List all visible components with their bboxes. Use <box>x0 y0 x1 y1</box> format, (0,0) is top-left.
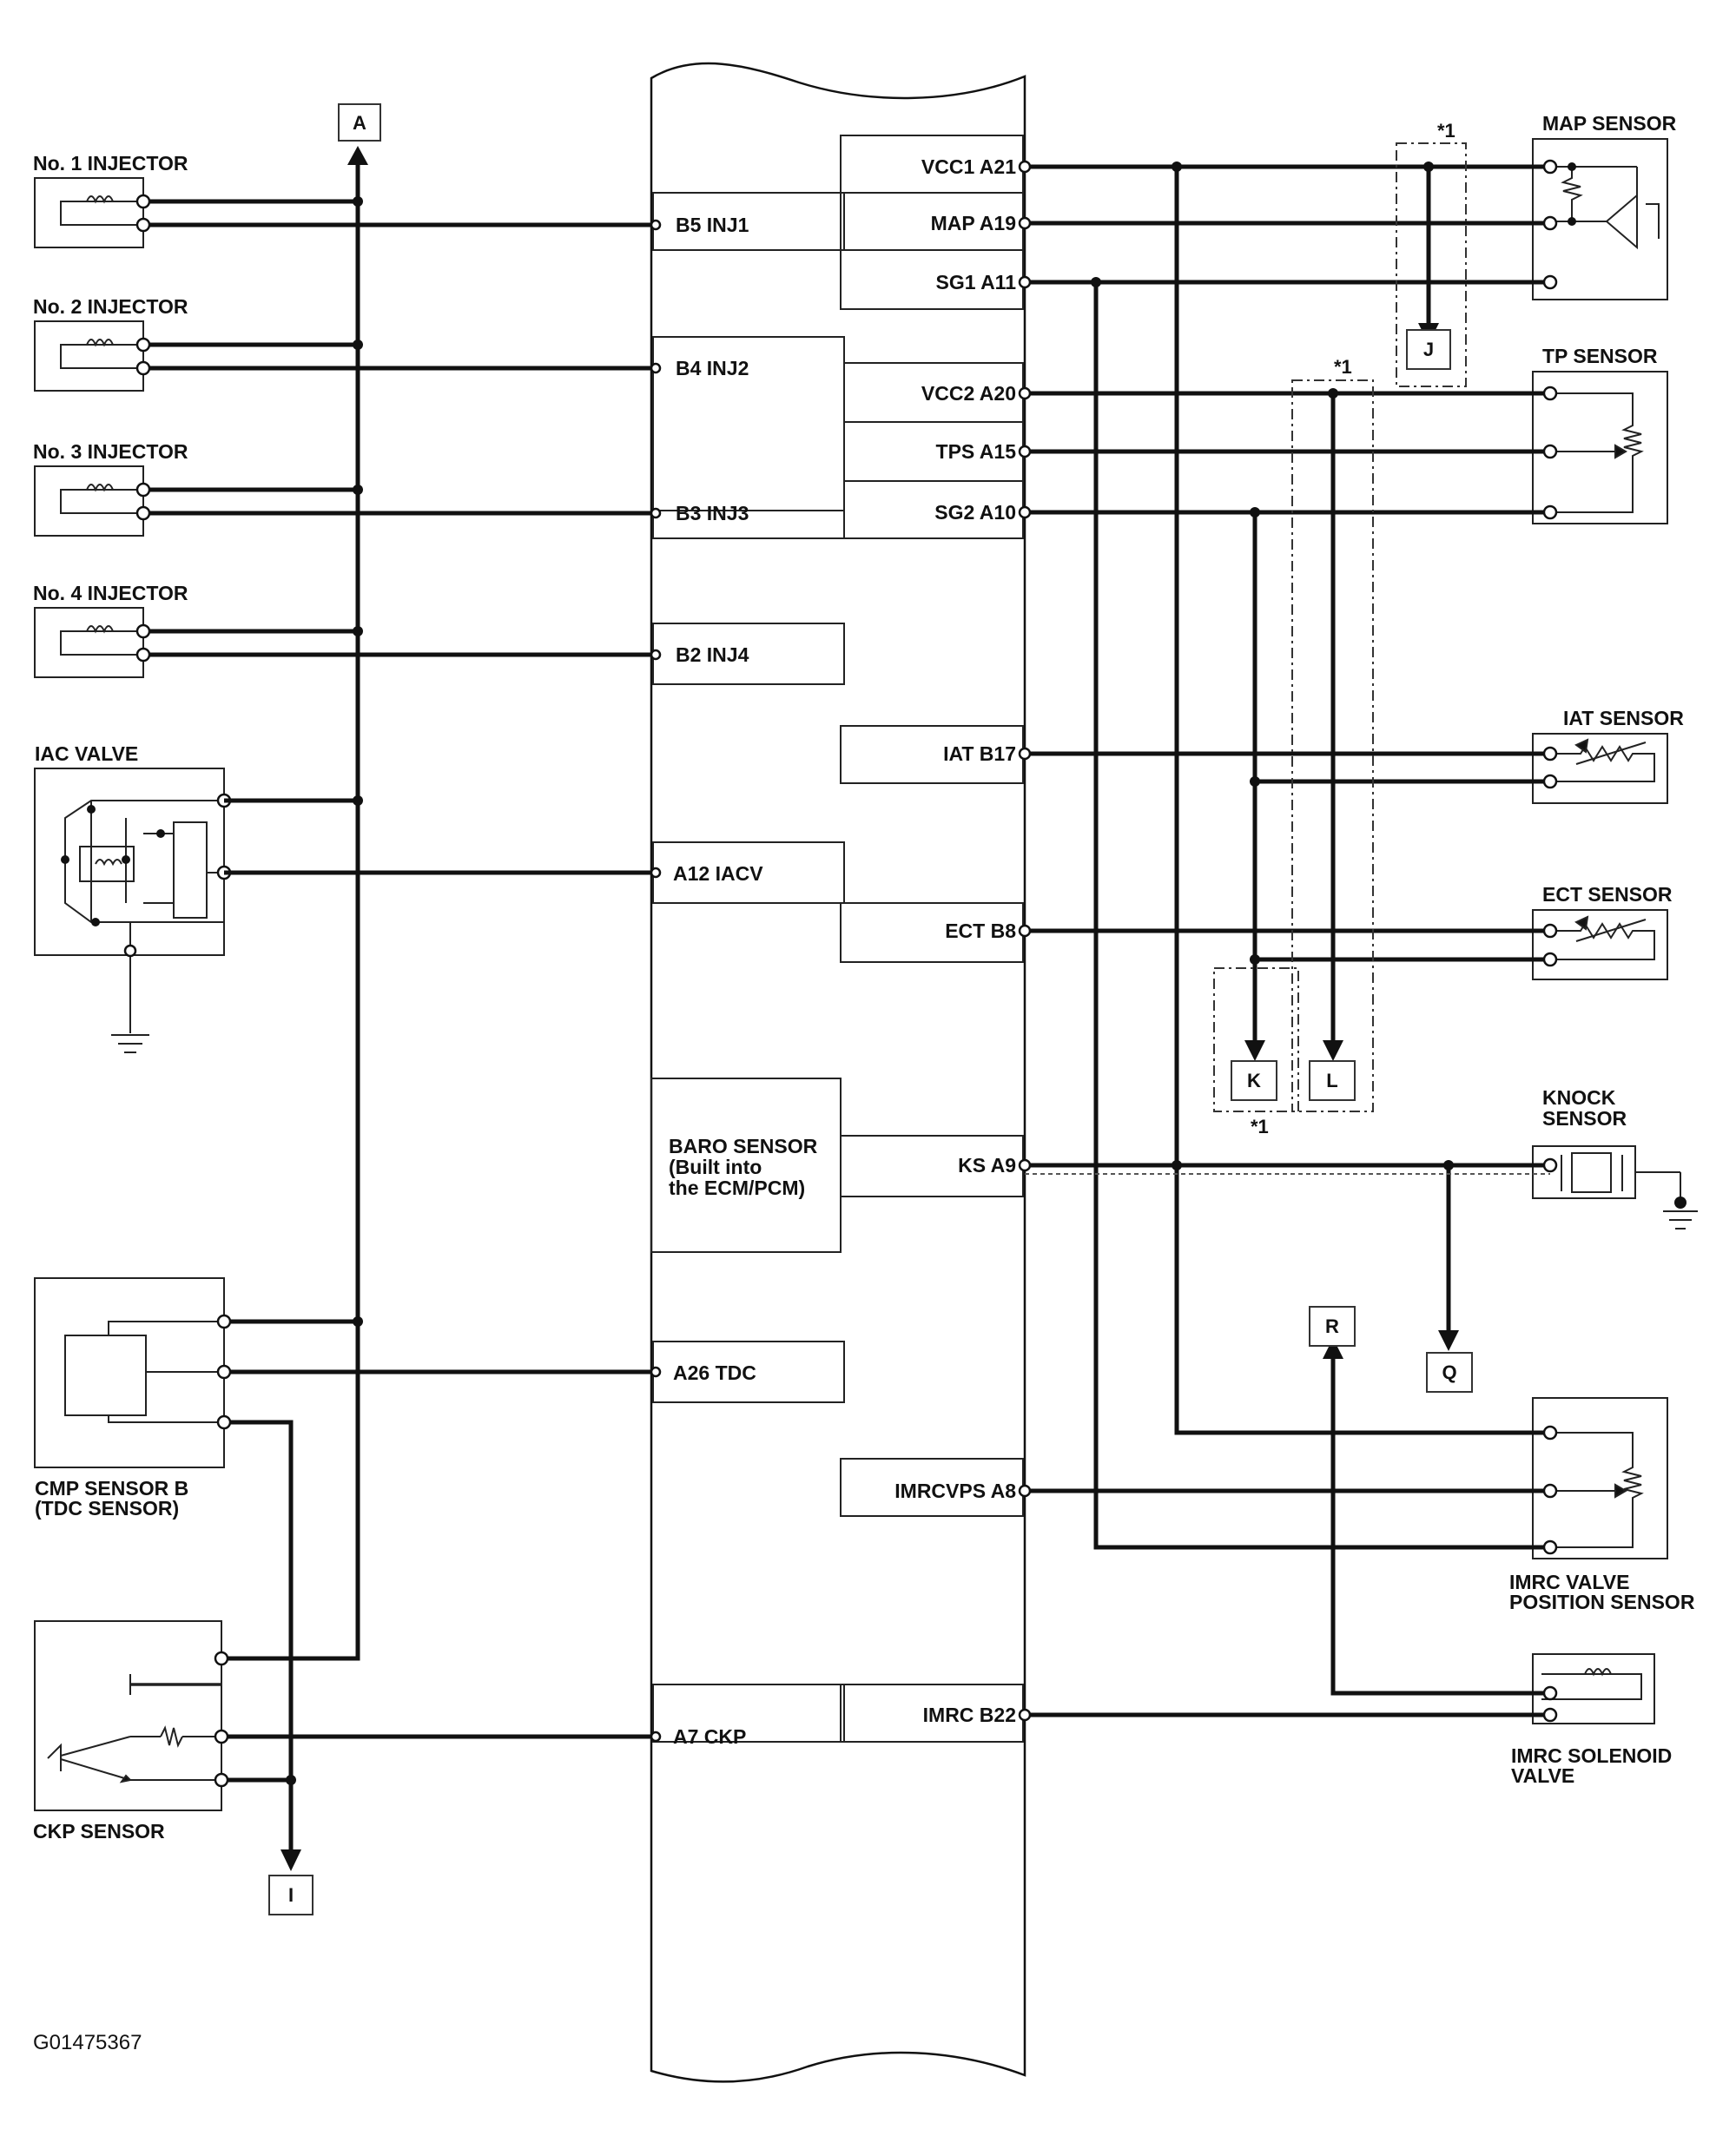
ckp-sensor-internals <box>47 1674 221 1783</box>
label-cmp-1: CMP SENSOR B <box>35 1477 188 1500</box>
map-sensor-internals <box>1546 166 1660 250</box>
wires-right <box>1025 164 1550 1717</box>
pin-a20: VCC2 A20 <box>921 382 1016 405</box>
label-imrcvps-1: IMRC VALVE <box>1509 1571 1629 1593</box>
label-imrcvps-2: POSITION SENSOR <box>1509 1591 1695 1613</box>
pin-a15: TPS A15 <box>936 440 1017 463</box>
pin-b3: B3 INJ3 <box>676 502 749 524</box>
pin-a26: A26 TDC <box>673 1361 756 1384</box>
map-dots <box>1568 162 1576 226</box>
pin-a19: MAP A19 <box>931 212 1016 234</box>
label-ect: ECT SENSOR <box>1542 883 1673 906</box>
pin-a12: A12 IACV <box>673 862 763 885</box>
wires-left <box>143 165 656 1849</box>
label-inj2: No. 2 INJECTOR <box>33 295 188 318</box>
thermistor-icons <box>1541 738 1655 960</box>
baro-line-3: the ECM/PCM) <box>669 1177 805 1199</box>
label-imrcsol-1: IMRC SOLENOID <box>1511 1744 1672 1767</box>
label-map: MAP SENSOR <box>1542 112 1677 135</box>
label-ckp: CKP SENSOR <box>33 1820 165 1843</box>
connector-i: I <box>288 1884 294 1906</box>
ecm-right-terminals <box>1018 160 1032 1722</box>
ecm-right-pin-labels: VCC1 A21 MAP A19 SG1 A11 VCC2 A20 TPS A1… <box>894 155 1016 1726</box>
pin-a8: IMRCVPS A8 <box>894 1480 1016 1502</box>
baro-line-2: (Built into <box>669 1156 762 1178</box>
label-knock-2: SENSOR <box>1542 1107 1627 1130</box>
imrc-solenoid-internals <box>1541 1668 1642 1700</box>
connector-letters: A I J K L Q R <box>288 112 1457 1906</box>
right-junction-dots <box>1091 162 1454 1170</box>
pin-a11: SG1 A11 <box>936 271 1017 293</box>
left-junction-dots <box>286 196 363 1785</box>
ecm-body <box>650 62 1026 2083</box>
iac-valve-internals <box>64 800 224 1053</box>
baro-line-1: BARO SENSOR <box>669 1135 818 1157</box>
connector-tags <box>268 103 1473 1915</box>
note-1: *1 <box>1437 120 1455 142</box>
label-iat: IAT SENSOR <box>1563 707 1684 729</box>
label-tp: TP SENSOR <box>1542 345 1658 367</box>
option-boxes <box>1213 142 1467 1112</box>
knock-ground-dot <box>1674 1197 1686 1209</box>
pin-a21: VCC1 A21 <box>921 155 1016 178</box>
right-terminals <box>1542 159 1558 1723</box>
arrow-up-a <box>347 146 368 165</box>
pin-a7: A7 CKP <box>673 1725 746 1748</box>
label-inj1: No. 1 INJECTOR <box>33 152 188 175</box>
label-inj4: No. 4 INJECTOR <box>33 582 188 604</box>
label-inj3: No. 3 INJECTOR <box>33 440 188 463</box>
knock-sensor-internals <box>1561 1152 1698 1230</box>
figure-id: G01475367 <box>33 2031 142 2054</box>
connector-q: Q <box>1442 1361 1456 1383</box>
connector-k: K <box>1247 1070 1261 1091</box>
pin-a10: SG2 A10 <box>934 501 1016 524</box>
right-component-boxes <box>1532 138 1668 1724</box>
pin-b17: IAT B17 <box>943 742 1016 765</box>
label-iac: IAC VALVE <box>35 742 138 765</box>
label-imrcsol-2: VALVE <box>1511 1764 1574 1787</box>
pin-b8: ECT B8 <box>945 920 1016 942</box>
label-cmp-2: (TDC SENSOR) <box>35 1497 179 1520</box>
connector-r: R <box>1325 1315 1339 1337</box>
arrow-down-i <box>281 1849 301 1871</box>
connector-j: J <box>1423 339 1434 360</box>
label-knock-1: KNOCK <box>1542 1086 1616 1109</box>
pin-b22: IMRC B22 <box>923 1704 1016 1726</box>
ecm-left-terminals <box>650 219 662 1743</box>
connector-l: L <box>1326 1070 1337 1091</box>
iac-dots <box>61 793 232 958</box>
note-2: *1 <box>1334 356 1352 378</box>
pin-b5: B5 INJ1 <box>676 214 749 236</box>
pin-a9: KS A9 <box>958 1154 1016 1177</box>
note-3: *1 <box>1251 1116 1269 1137</box>
cmp-sensor-internals <box>64 1321 224 1423</box>
pin-b4: B4 INJ2 <box>676 357 749 379</box>
connector-a: A <box>353 112 366 134</box>
arrows-right <box>1244 323 1459 1359</box>
pin-b2: B2 INJ4 <box>676 643 749 666</box>
left-terminals <box>135 194 232 1788</box>
injector-coils <box>60 195 143 656</box>
